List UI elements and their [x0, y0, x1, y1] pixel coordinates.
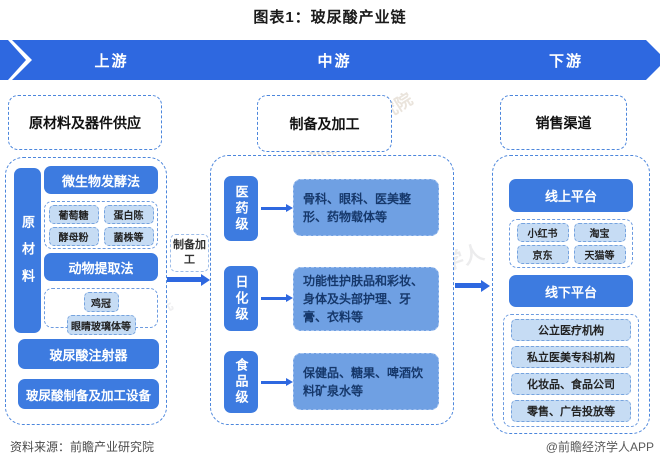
online-items-group: 小红书 淘宝 京东 天猫等 — [509, 219, 633, 268]
page-title: 图表1：玻尿酸产业链 — [253, 9, 407, 26]
downstream-panel: 线上平台 小红书 淘宝 京东 天猫等 线下平台 公立医疗机构 私立医美专科机构 … — [492, 155, 650, 434]
platform-chip: 小红书 — [516, 223, 569, 242]
banner-stage-label: 下游 — [548, 52, 583, 70]
fermentation-method-box: 微生物发酵法 — [44, 166, 158, 194]
offline-items-group: 公立医疗机构 私立医美专科机构 化妆品、食品公司 零售、广告投放等 — [503, 314, 639, 427]
platform-chip: 天猫等 — [573, 245, 626, 264]
grade-daily-chem-box: 日化级 — [224, 266, 258, 331]
upstream-header: 原材料及器件供应 — [8, 95, 162, 150]
platform-chip: 京东 — [516, 245, 569, 264]
grade-food-applications: 保健品、糖果、啤酒饮料矿泉水等 — [293, 353, 439, 410]
ingredient-chip: 蛋白陈 — [103, 205, 154, 224]
banner-stage-label: 中游 — [317, 52, 352, 70]
midstream-panel: 医药级 骨科、眼科、医美整形、药物载体等 日化级 功能性护肤品和彩妆、身体及头部… — [210, 155, 454, 425]
ingredient-chip: 眼睛玻璃体等 — [66, 315, 136, 335]
channel-chip: 化妆品、食品公司 — [511, 373, 631, 396]
injector-box: 玻尿酸注射器 — [18, 339, 159, 369]
ingredient-chip: 葡萄糖 — [48, 205, 99, 224]
mid-to-down-arrow-icon — [455, 283, 481, 288]
downstream-header: 销售渠道 — [500, 95, 627, 150]
grade-pharma-box: 医药级 — [224, 176, 258, 241]
midstream-header: 制备及加工 — [257, 95, 392, 152]
channel-chip: 私立医美专科机构 — [511, 345, 631, 368]
banner-stage-midstream: 中游 — [181, 40, 480, 80]
credit-note: @前瞻经济学人APP — [545, 440, 654, 454]
channel-chip: 零售、广告投放等 — [511, 400, 631, 423]
channel-chip: 公立医疗机构 — [511, 318, 631, 341]
process-arrow-icon — [167, 277, 201, 282]
grade-pharma-applications: 骨科、眼科、医美整形、药物载体等 — [293, 179, 439, 236]
ingredient-chip: 菌株等 — [103, 227, 154, 246]
equipment-box: 玻尿酸制备及加工设备 — [18, 379, 159, 409]
banner-stage-downstream: 下游 — [458, 40, 660, 80]
grade-arrow-icon — [261, 297, 286, 300]
upstream-panel: 原材料 微生物发酵法 葡萄糖 蛋白陈 酵母粉 菌株等 动物提取法 鸡冠 眼睛玻璃… — [5, 157, 167, 425]
banner-stage-label: 上游 — [94, 52, 129, 70]
grade-arrow-icon — [261, 381, 286, 384]
grade-daily-chem-applications: 功能性护肤品和彩妆、身体及头部护理、牙膏、衣料等 — [293, 267, 439, 331]
animal-items-group: 鸡冠 眼睛玻璃体等 — [44, 288, 158, 335]
banner-stage-upstream: 上游 — [12, 40, 203, 80]
online-platform-box: 线上平台 — [509, 179, 633, 212]
ingredient-chip: 鸡冠 — [83, 292, 119, 312]
source-note: 资料来源：前瞻产业研究院 — [10, 440, 155, 454]
offline-platform-box: 线下平台 — [509, 275, 633, 307]
process-label-box: 制备加工 — [170, 234, 209, 272]
raw-material-bar: 原材料 — [14, 168, 41, 333]
grade-food-box: 食品级 — [224, 351, 258, 413]
platform-chip: 淘宝 — [573, 223, 626, 242]
animal-extraction-box: 动物提取法 — [44, 253, 158, 281]
grade-arrow-icon — [261, 207, 286, 210]
ingredient-chip: 酵母粉 — [48, 227, 99, 246]
fermentation-items-group: 葡萄糖 蛋白陈 酵母粉 菌株等 — [44, 201, 158, 249]
